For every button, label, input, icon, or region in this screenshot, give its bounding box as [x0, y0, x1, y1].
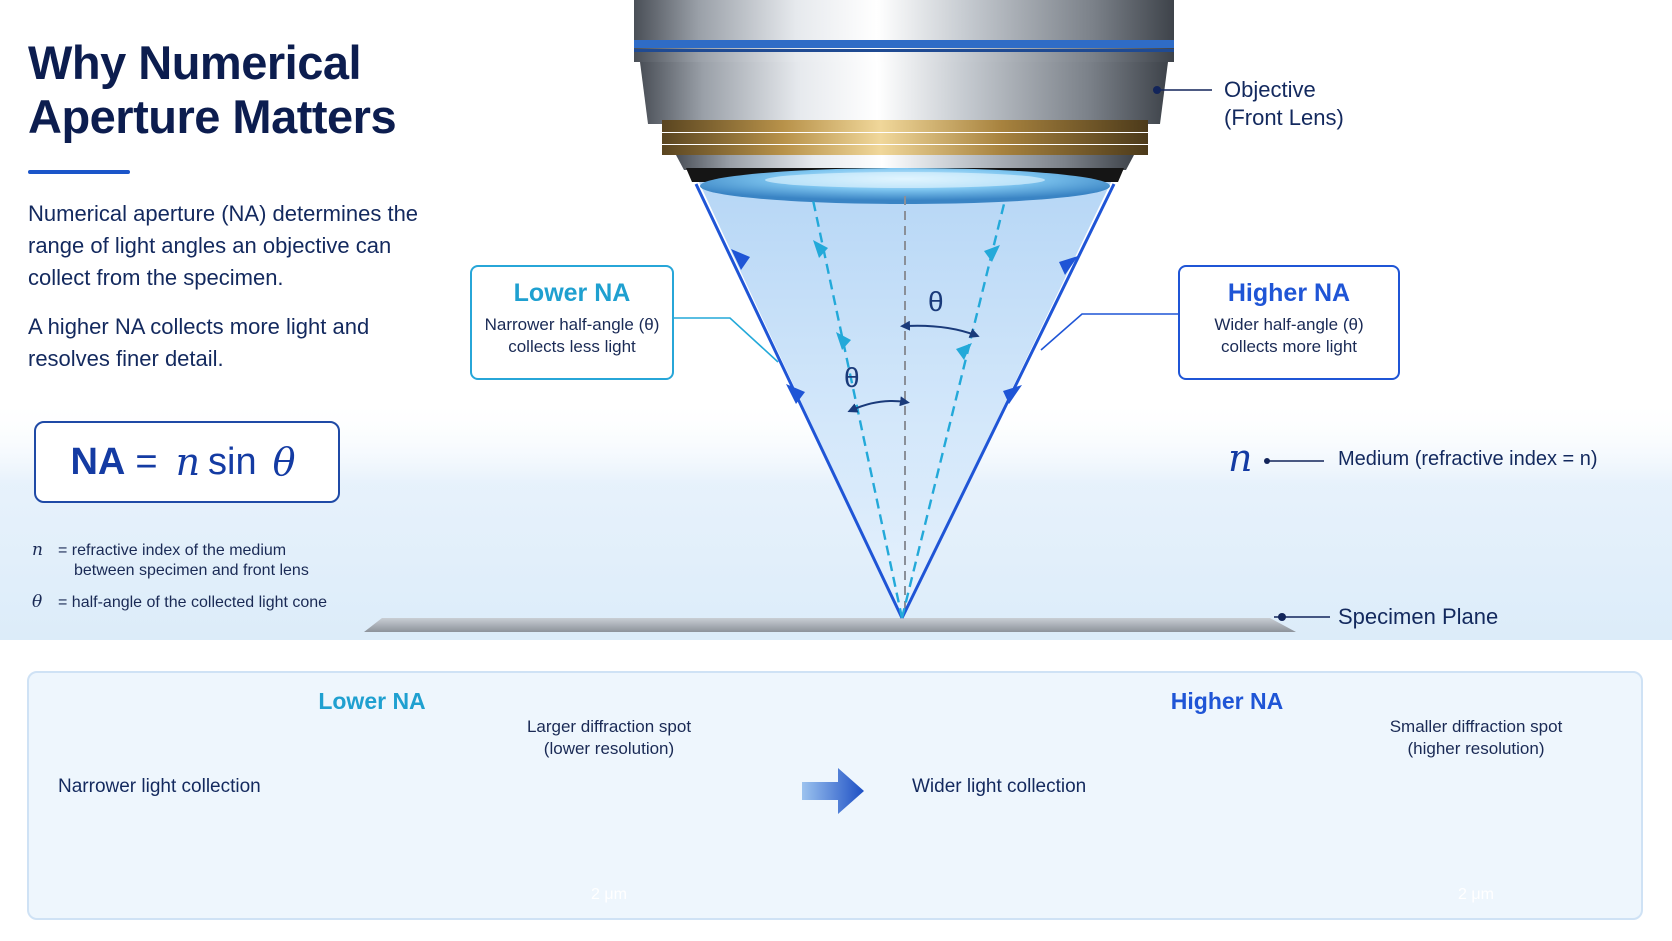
comparison-higher-spot-caption: Smaller diffraction spot (higher resolut…	[1372, 716, 1580, 760]
comparison-higher-description: Wider light collection	[912, 776, 1087, 797]
definition-n: n = refractive index of the medium betwee…	[32, 540, 309, 581]
higher-na-callout-title: Higher NA	[1227, 279, 1351, 307]
lower-na-callout-line2: collects less light	[508, 337, 636, 356]
ray-arrowhead	[1059, 256, 1078, 275]
ray-arrowhead	[836, 332, 851, 350]
inner-ray-right	[900, 199, 1007, 619]
ray-arrowhead	[731, 249, 750, 270]
definition-text-continued: between specimen and front lens	[74, 562, 309, 579]
ray-arrowhead	[1003, 385, 1022, 404]
objective-label-line2: (Front Lens)	[1224, 105, 1344, 130]
formula-lhs: NA	[70, 440, 126, 483]
formula-theta: θ	[272, 440, 296, 484]
objective-label-line1: Objective	[1224, 77, 1316, 102]
lower-na-callout-title: Lower NA	[513, 279, 631, 307]
na-formula-box: NA = n sin θ	[34, 421, 340, 503]
objective-label: Objective (Front Lens)	[1224, 76, 1344, 132]
medium-symbol: n	[1228, 436, 1253, 480]
ray-arrowhead	[786, 384, 805, 404]
objective-lens-illustration	[634, 0, 1174, 204]
outer-ray-left	[694, 183, 904, 619]
lower-na-callout-line1: Narrower half-angle (θ)	[484, 315, 660, 334]
definition-text: = refractive index of the medium	[58, 542, 287, 559]
comparison-lower-title: Lower NA	[318, 688, 426, 714]
spot-caption-line2: (higher resolution)	[1407, 739, 1545, 758]
ray-arrowhead	[956, 343, 972, 360]
higher-na-callout: Higher NA Wider half-angle (θ) collects …	[1178, 265, 1400, 380]
higher-na-leader	[1040, 313, 1178, 351]
spot-caption-line2: (lower resolution)	[543, 739, 675, 758]
theta-label-outer: θ	[928, 286, 944, 317]
lower-na-callout: Lower NA Narrower half-angle (θ) collect…	[470, 265, 674, 380]
theta-arc-outer	[900, 320, 980, 338]
formula-n: n	[175, 440, 201, 484]
intro-paragraph-2: A higher NA collects more light and reso…	[28, 314, 370, 371]
theta-arc-inner	[847, 396, 910, 413]
medium-label: Medium (refractive index = n)	[1338, 448, 1598, 470]
specimen-plane-label: Specimen Plane	[1338, 604, 1499, 629]
comparison-higher-title: Higher NA	[1170, 688, 1284, 714]
scale-label-lower: 2 μm	[591, 886, 627, 903]
higher-na-callout-line1: Wider half-angle (θ)	[1214, 315, 1364, 334]
formula-equals: =	[135, 440, 158, 483]
title-underline	[28, 170, 130, 174]
ray-arrowhead	[984, 245, 1000, 262]
specimen-plate	[364, 618, 1296, 632]
spot-caption-line1: Larger diffraction spot	[526, 717, 692, 736]
comparison-lower-spot-caption: Larger diffraction spot (lower resolutio…	[505, 716, 713, 760]
theta-label-inner: θ	[844, 362, 860, 393]
formula-sin: sin	[208, 440, 257, 483]
scale-label-higher: 2 μm	[1458, 886, 1494, 903]
higher-na-callout-line2: collects more light	[1220, 337, 1358, 356]
intro-paragraph-1: Numerical aperture (NA) determines the r…	[28, 201, 419, 290]
comparison-lower-description: Narrower light collection	[58, 776, 261, 797]
ray-arrowhead	[813, 240, 828, 258]
definition-symbol: n	[32, 540, 43, 560]
spot-caption-line1: Smaller diffraction spot	[1389, 717, 1563, 736]
arrow-right-icon	[800, 766, 866, 816]
definition-symbol: θ	[32, 592, 43, 612]
definition-theta: θ = half-angle of the collected light con…	[32, 592, 327, 613]
definition-text: = half-angle of the collected light cone	[58, 594, 328, 611]
page-title: Why Numerical Aperture Matters	[28, 36, 397, 143]
lower-na-leader	[673, 317, 779, 363]
